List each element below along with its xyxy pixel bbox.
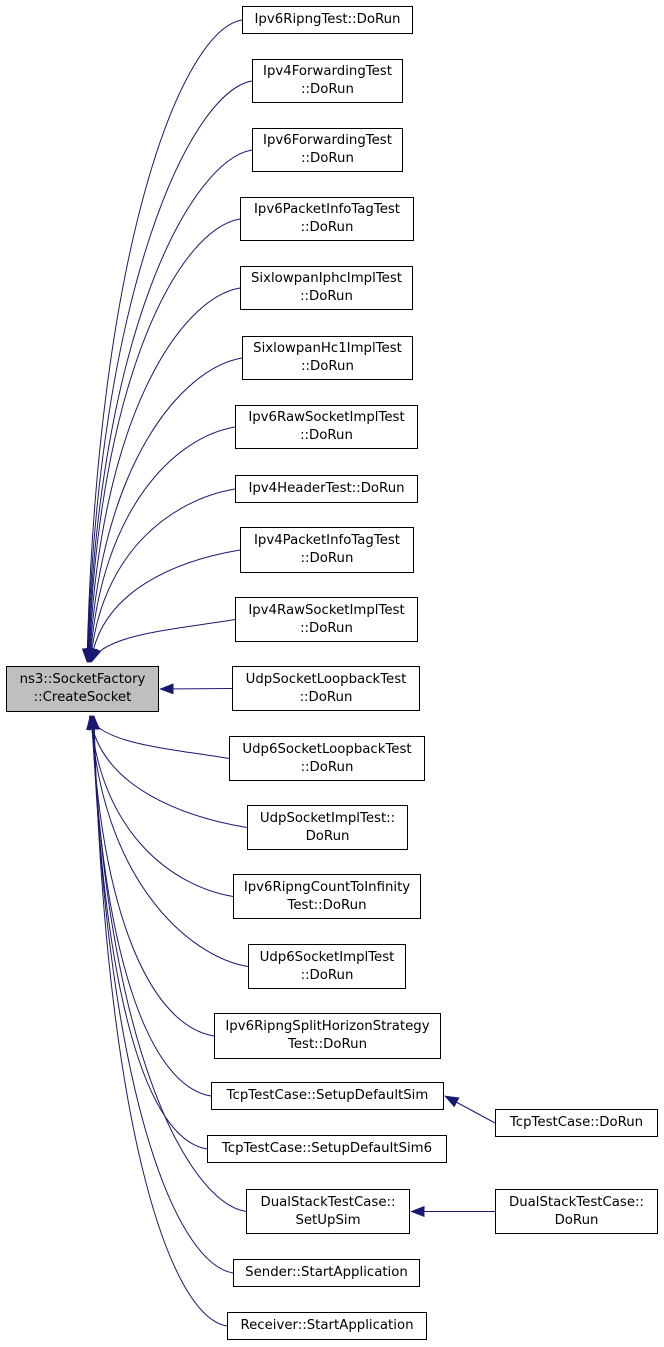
node-label-line-2: ::DoRun [300, 551, 354, 566]
edge-ipv4packetinfotagtest-dorun-to-root [91, 549, 241, 662]
edge-ipv6packetinfotagtest-dorun-to-root [89, 218, 241, 662]
node-label-line-2: ::DoRun [299, 689, 353, 705]
node-label-line-1: TcpTestCase::SetupDefaultSim [226, 1088, 429, 1103]
caller-node-udp6socketimpltest-dorun[interactable]: Udp6SocketImplTest::DoRun [248, 944, 406, 989]
edge-tcptestcase-dorun-to-tcptestcase-setupdefaultsim [445, 1095, 496, 1124]
caller-node-dualstacktestcase-setupsim[interactable]: DualStackTestCase::SetUpSim [246, 1189, 410, 1234]
node-label-line-1: Ipv6RawSocketImplTest [248, 410, 405, 425]
node-label-line-1: Udp6SocketLoopbackTest [242, 741, 412, 757]
node-label-line-2: ::DoRun [301, 82, 354, 97]
caller-node-sender-startapplication[interactable]: Sender::StartApplication [233, 1259, 420, 1287]
node-label-line-1: TcpTestCase::SetupDefaultSim6 [221, 1141, 433, 1156]
caller-node-receiver-startapplication[interactable]: Receiver::StartApplication [227, 1312, 427, 1340]
node-label-line-1: Ipv6PacketInfoTagTest [253, 202, 401, 217]
node-label-line-2: ::CreateSocket [33, 690, 132, 705]
edge-udp6socketimpltest-dorun-to-root [91, 716, 249, 967]
caller-node-udpsocketloopbacktest-dorun[interactable]: UdpSocketLoopbackTest::DoRun [232, 666, 420, 711]
edge-ipv6rawsocketimpltest-dorun-to-root [90, 426, 236, 662]
edge-ipv6ripngtest-dorun-to-root [87, 19, 243, 662]
node-label-line-2: ::DoRun [300, 428, 353, 443]
node-label-line-1: ns3::SocketFactory [19, 672, 146, 687]
edge-ipv4headertest-dorun-to-root [91, 488, 236, 662]
caller-node-ipv6packetinfotagtest-dorun[interactable]: Ipv6PacketInfoTagTest::DoRun [240, 197, 414, 241]
node-label-line-1: Ipv4RawSocketImplTest [248, 602, 405, 618]
node-label-line-1: Ipv4HeaderTest::DoRun [248, 481, 405, 496]
edge-sixlowpanhc1impltest-dorun-to-root [90, 357, 243, 662]
caller-node-ipv4rawsocketimpltest-dorun[interactable]: Ipv4RawSocketImplTest::DoRun [235, 597, 418, 642]
node-label-line-1: Ipv6ForwardingTest [263, 133, 392, 148]
edge-udpsocketimpltest-dorun-to-root [90, 716, 248, 828]
edge-sixlowpaniphcimpltest-dorun-to-root [89, 287, 241, 662]
node-label-line-1: Ipv4ForwardingTest [263, 64, 392, 79]
caller-node-ipv6rawsocketimpltest-dorun[interactable]: Ipv6RawSocketImplTest::DoRun [235, 405, 418, 449]
node-label-line-1: Udp6SocketImplTest [259, 949, 395, 965]
caller-node-ipv6ripngtest-dorun[interactable]: Ipv6RipngTest::DoRun [242, 6, 413, 34]
edge-ipv6ripngcounttoinfinitytest-dorun-to-root [91, 716, 234, 897]
edge-sender-startapplication-to-root [94, 716, 234, 1274]
node-label-line-1: Ipv6RipngSplitHorizonStrategy [225, 1019, 430, 1034]
node-label-line-1: Ipv6RipngTest::DoRun [254, 12, 401, 27]
node-label-line-2: ::DoRun [300, 289, 353, 304]
node-label-line-1: Ipv6RipngCountToInfinity [243, 879, 411, 895]
caller-node-ipv4headertest-dorun[interactable]: Ipv4HeaderTest::DoRun [235, 475, 418, 503]
node-label-line-2: Test::DoRun [287, 1037, 367, 1052]
edge-ipv4rawsocketimpltest-dorun-to-root [92, 619, 236, 663]
edges [87, 19, 496, 1327]
node-label-line-2: ::DoRun [300, 620, 353, 636]
caller-node-udpsocketimpltest-dorun[interactable]: UdpSocketImplTest::DoRun [247, 805, 408, 850]
node-label-line-2: ::DoRun [300, 220, 354, 235]
node-label-line-2: SetUpSim [295, 1212, 361, 1228]
node-label-line-1: DualStackTestCase:: [260, 1194, 396, 1210]
node-label-line-1: UdpSocketImplTest:: [259, 810, 396, 826]
edge-udpsocketloopbacktest-dorun-to-root [160, 689, 233, 690]
edge-tcptestcase-setupdefaultsim-to-root [92, 716, 212, 1097]
caller-node-udp6socketloopbacktest-dorun[interactable]: Udp6SocketLoopbackTest::DoRun [229, 736, 425, 781]
node-label-line-2: Test::DoRun [287, 897, 367, 913]
caller-node-dualstacktestcase-dorun[interactable]: DualStackTestCase::DoRun [495, 1189, 658, 1234]
caller-node-tcptestcase-dorun[interactable]: TcpTestCase::DoRun [495, 1109, 658, 1137]
edge-tcptestcase-setupdefaultsim6-to-root [93, 716, 208, 1150]
caller-node-sixlowpanhc1impltest-dorun[interactable]: SixlowpanHc1ImplTest::DoRun [242, 336, 413, 380]
node-label-line-1: TcpTestCase::DoRun [509, 1115, 644, 1130]
caller-node-ipv4forwardingtest-dorun[interactable]: Ipv4ForwardingTest::DoRun [252, 59, 403, 103]
node-label-line-1: Ipv4PacketInfoTagTest [253, 533, 401, 548]
node-label-line-1: UdpSocketLoopbackTest [245, 671, 407, 687]
edge-ipv4forwardingtest-dorun-to-root [88, 80, 253, 662]
node-label-line-1: DualStackTestCase:: [508, 1194, 644, 1210]
edge-receiver-startapplication-to-root [94, 716, 228, 1327]
edge-dualstacktestcase-setupsim-to-root [93, 716, 247, 1212]
root-node-socketfactory-createsocket: ns3::SocketFactory::CreateSocket [6, 666, 159, 712]
node-label-line-1: SixlowpanIphcImplTest [250, 271, 403, 286]
node-label-line-1: Sender::StartApplication [245, 1265, 408, 1280]
caller-node-ipv4packetinfotagtest-dorun[interactable]: Ipv4PacketInfoTagTest::DoRun [240, 527, 414, 573]
caller-node-sixlowpaniphcimpltest-dorun[interactable]: SixlowpanIphcImplTest::DoRun [240, 266, 413, 310]
caller-node-ipv6forwardingtest-dorun[interactable]: Ipv6ForwardingTest::DoRun [252, 128, 403, 172]
edge-ipv6forwardingtest-dorun-to-root [88, 149, 253, 662]
edge-udp6socketloopbacktest-dorun-to-root [90, 716, 230, 759]
edge-ipv6ripngsplithorizonstrategytest-dorun-to-root [92, 716, 215, 1037]
node-label-line-1: SixlowpanHc1ImplTest [253, 341, 402, 356]
caller-node-tcptestcase-setupdefaultsim6[interactable]: TcpTestCase::SetupDefaultSim6 [207, 1135, 447, 1163]
node-label-line-2: DoRun [554, 1212, 599, 1228]
caller-node-tcptestcase-setupdefaultsim[interactable]: TcpTestCase::SetupDefaultSim [211, 1082, 444, 1110]
node-label-line-2: ::DoRun [300, 759, 354, 775]
node-label-line-2: DoRun [305, 828, 350, 844]
node-label-line-2: ::DoRun [300, 967, 354, 983]
node-label-line-2: ::DoRun [301, 359, 354, 374]
node-label-line-1: Receiver::StartApplication [240, 1318, 414, 1333]
node-label-line-2: ::DoRun [301, 151, 354, 166]
